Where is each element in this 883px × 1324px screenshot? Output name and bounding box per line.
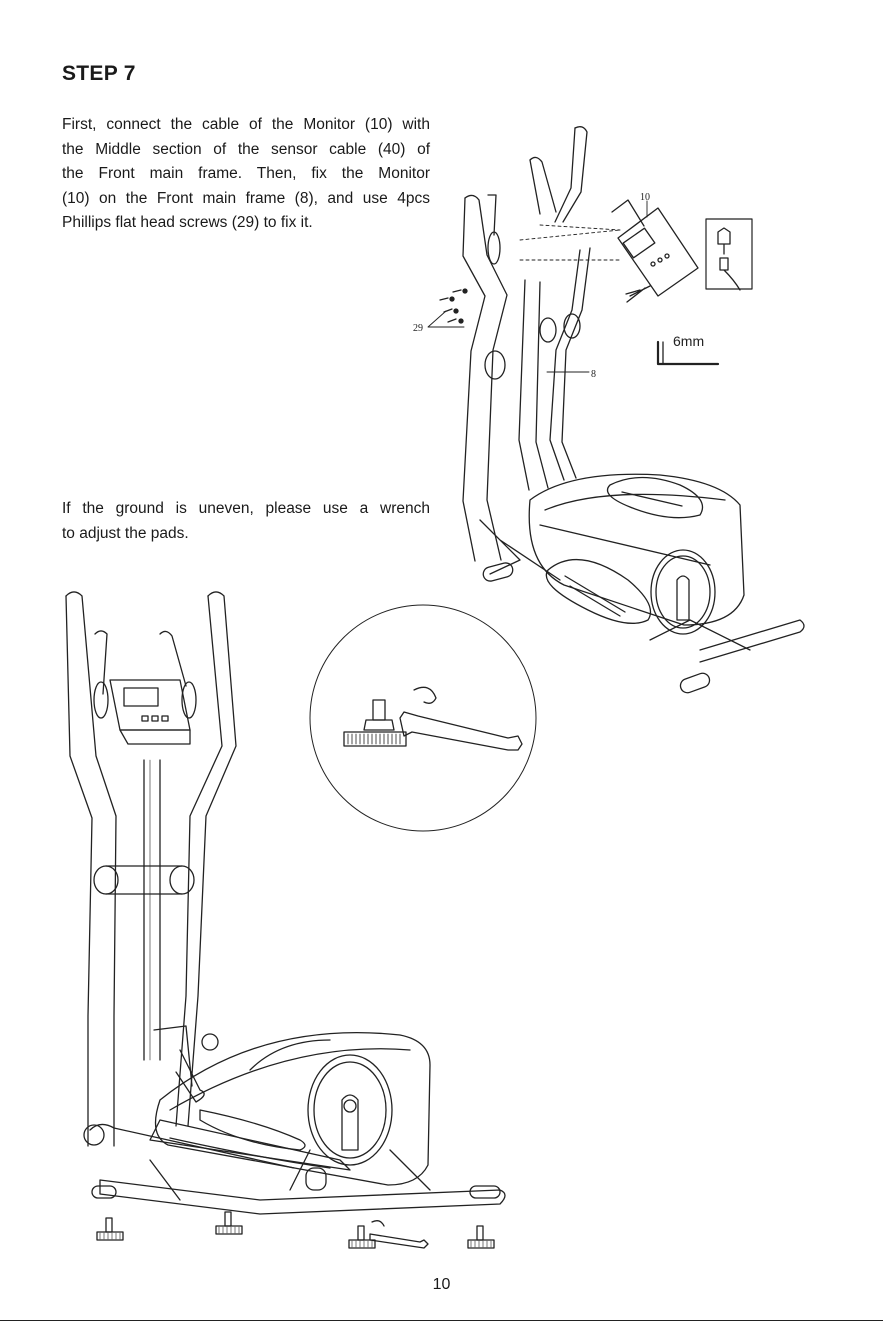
wrench-detail-circle <box>309 604 537 832</box>
footer-rule <box>0 1320 883 1321</box>
instruction-line-2: the Middle section of the sensor cable (… <box>62 140 430 158</box>
instruction-main: First, connect the cable of the Monitor … <box>62 113 430 236</box>
instruction-line-5: Phillips flat head screws (29) to fix it… <box>62 214 313 231</box>
instruction-line-1: First, connect the cable of the Monitor … <box>62 116 430 133</box>
cable-connector-inset <box>705 218 753 290</box>
callout-10: 10 <box>640 192 650 203</box>
callout-8: 8 <box>591 369 596 380</box>
allen-key-size: 6mm <box>673 333 704 349</box>
pad-icon-4 <box>467 1225 495 1249</box>
pad-icon-1 <box>96 1217 124 1241</box>
pad-icon-2 <box>215 1211 243 1235</box>
instruction-line-3: the Front main frame. Then, fix the Moni… <box>62 165 430 182</box>
instruction-line-4: (10) on the Front main frame (8), and us… <box>62 189 430 207</box>
adjustable-pad-icon <box>343 699 407 747</box>
callout-29-leader <box>427 310 465 328</box>
pad-with-wrench-icon <box>348 1220 429 1249</box>
pads-line-1: If the ground is uneven, please use a wr… <box>62 500 430 517</box>
trainer-illustration-bottom <box>65 591 506 1215</box>
wrench-icon <box>399 686 523 751</box>
pads-line-2: to adjust the pads. <box>62 524 189 542</box>
allen-key-icon <box>656 340 720 366</box>
instruction-pads: If the ground is uneven, please use a wr… <box>62 497 430 546</box>
page-number: 10 <box>432 1276 451 1293</box>
callout-29: 29 <box>413 323 423 334</box>
step-title: STEP 7 <box>62 62 136 85</box>
trainer-illustration-top <box>439 126 805 694</box>
